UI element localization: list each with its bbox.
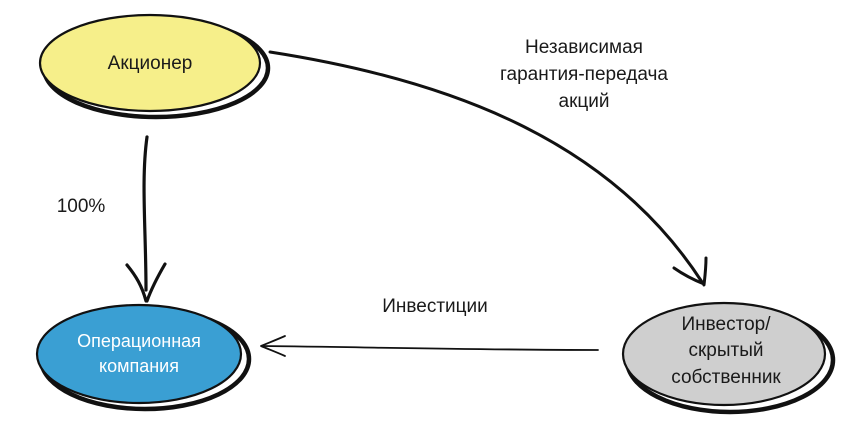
edge-guarantee-label-line1: Независимая — [525, 37, 643, 58]
edge-guarantee-label-line2: гарантия-передача — [500, 64, 668, 85]
edge-investments-arrowhead — [260, 335, 286, 357]
edge-ownership-label: 100% — [57, 196, 106, 217]
node-operating-company-label-line2: компания — [99, 356, 179, 376]
edge-investments-label: Инвестиции — [382, 296, 488, 317]
node-investor-ellipse — [621, 301, 827, 407]
node-operating-company: Операционная компания — [35, 303, 252, 412]
node-shareholder-label: Акционер — [108, 53, 193, 74]
node-investor-label-line2: скрытый — [688, 340, 763, 361]
node-investor-label-line1: Инвестор/ — [682, 314, 772, 335]
edge-investments — [260, 335, 599, 357]
edge-ownership-line — [142, 135, 149, 292]
edge-guarantee-label-line3: акций — [559, 91, 610, 112]
node-shareholder: Акционер — [38, 13, 271, 120]
node-operating-company-label-line1: Операционная — [77, 331, 201, 351]
node-shareholder-ellipse — [38, 13, 262, 113]
edge-investments-line — [261, 345, 599, 351]
node-operating-company-ellipse — [35, 303, 243, 405]
edge-ownership — [125, 135, 167, 303]
edge-guarantee-line — [268, 50, 704, 284]
edge-guarantee — [268, 50, 708, 287]
edge-guarantee-arrowhead — [672, 256, 708, 287]
node-investor: Инвестор/ скрытый собственник — [621, 301, 836, 415]
node-investor-label-line3: собственник — [671, 367, 781, 388]
edge-ownership-arrowhead — [125, 262, 167, 303]
